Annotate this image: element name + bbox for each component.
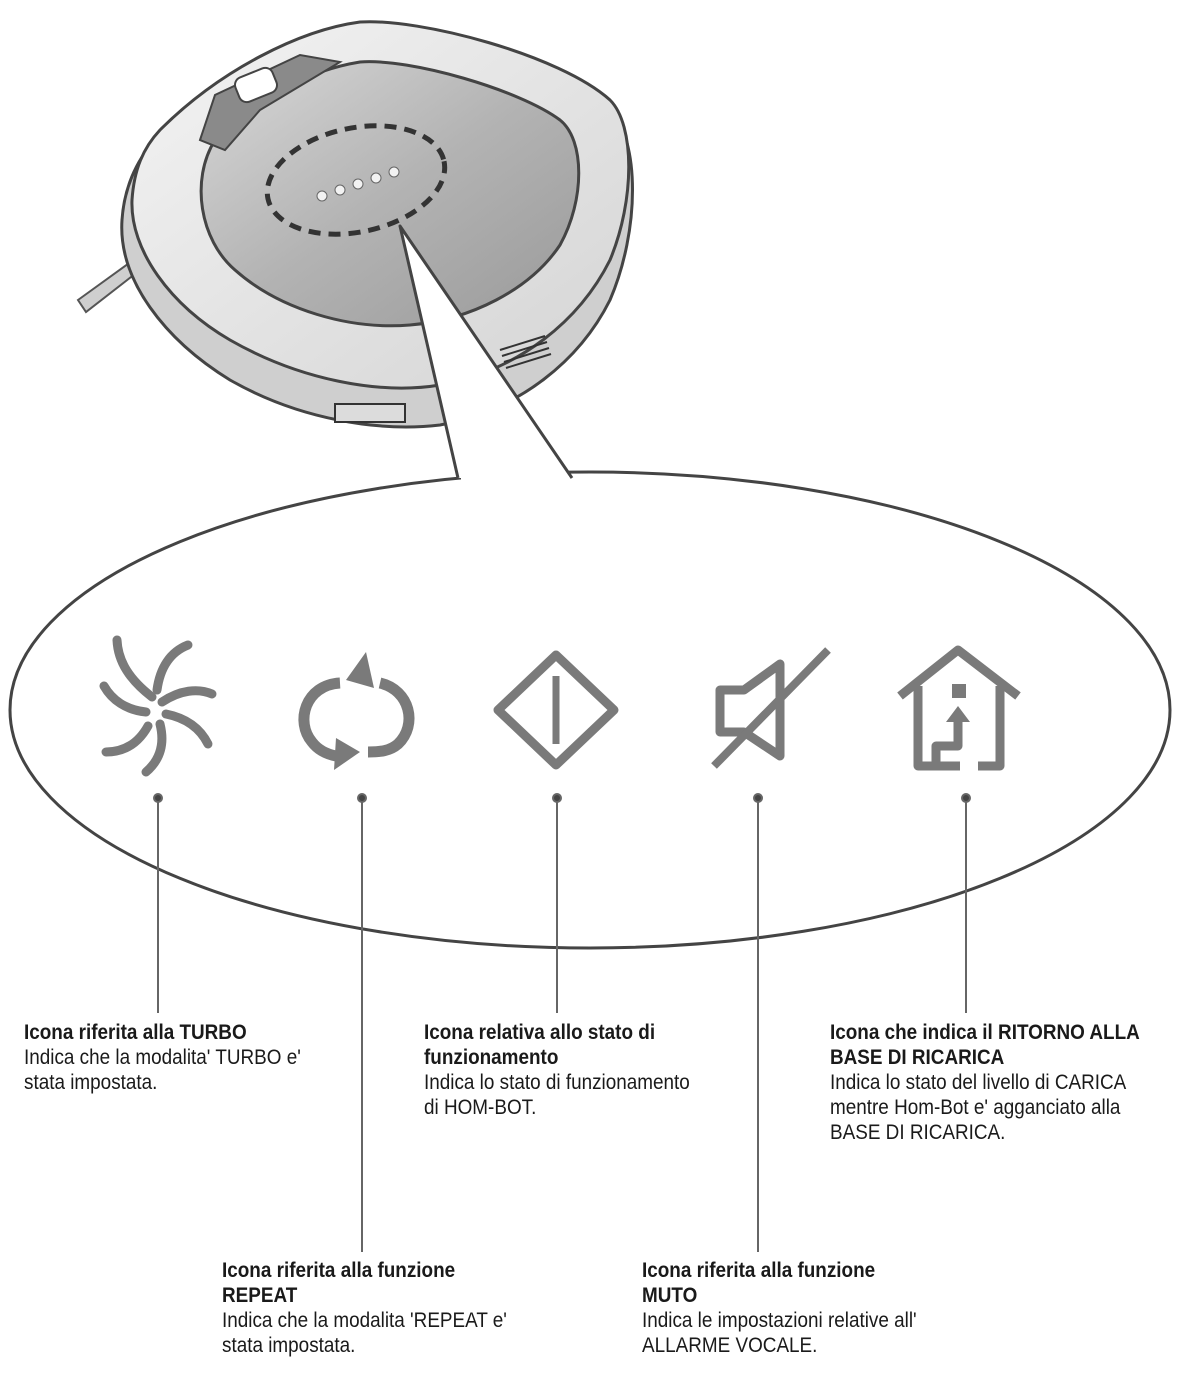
callout-mute-desc: Indica le impostazioni relative all' ALL… [642, 1309, 917, 1357]
callout-home-title: Icona che indica il RITORNO ALLA BASE DI… [830, 1021, 1140, 1069]
callout-bubble [8, 224, 1172, 950]
callout-status-title: Icona relativa allo stato di funzionamen… [424, 1021, 656, 1069]
robot-vents [499, 335, 552, 369]
robot-connector [334, 403, 406, 423]
robot-top-panel [199, 60, 581, 328]
robot-vacuum-illustration [76, 20, 634, 429]
callout-repeat: Icona riferita alla funzione REPEAT Indi… [222, 1258, 537, 1358]
robot-handle [198, 53, 343, 152]
callout-repeat-title: Icona riferita alla funzione REPEAT [222, 1259, 456, 1307]
power-status-icon [493, 650, 619, 770]
mute-icon [711, 647, 831, 769]
handle-button [234, 66, 278, 104]
leader-lines [153, 793, 971, 1252]
callout-mute-title: Icona riferita alla funzione MUTO [642, 1259, 876, 1307]
callout-ellipse [8, 470, 1172, 950]
callout-status: Icona relativa allo stato di funzionamen… [424, 1020, 703, 1120]
callout-turbo-desc: Indica che la modalita' TURBO e' stata i… [24, 1046, 301, 1094]
return-home-icon [897, 645, 1021, 771]
callout-mute: Icona riferita alla funzione MUTO Indica… [642, 1258, 957, 1358]
callout-turbo: Icona riferita alla TURBO Indica che la … [24, 1020, 321, 1095]
callout-pointer [398, 224, 574, 479]
display-area-highlight [264, 123, 448, 237]
callout-home: Icona che indica il RITORNO ALLA BASE DI… [830, 1020, 1172, 1145]
turbo-fan-icon [99, 635, 217, 777]
callout-home-desc: Indica lo stato del livello di CARICA me… [830, 1071, 1126, 1144]
display-mini-icons [316, 166, 400, 202]
repeat-icon [298, 652, 415, 770]
callout-repeat-desc: Indica che la modalita 'REPEAT e' stata … [222, 1309, 507, 1357]
callout-turbo-title: Icona riferita alla TURBO [24, 1021, 247, 1044]
callout-status-desc: Indica lo stato di funzionamento di HOM-… [424, 1071, 690, 1119]
